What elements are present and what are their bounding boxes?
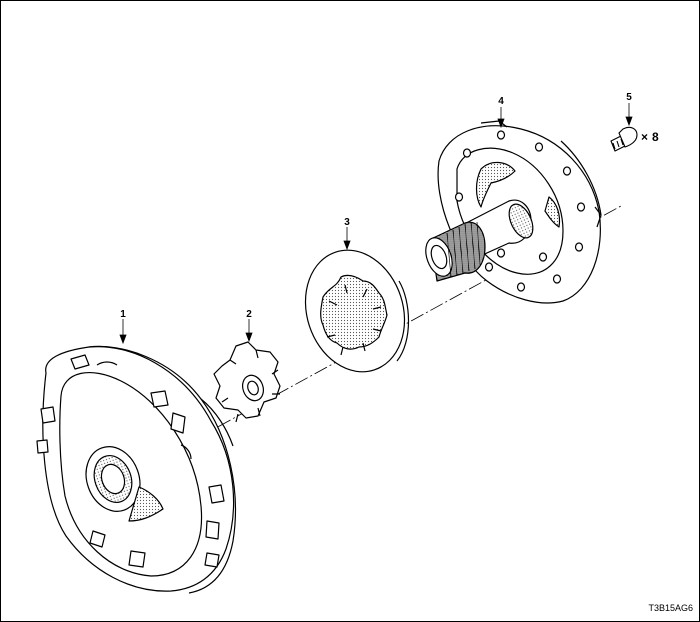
leader-arrows bbox=[119, 103, 633, 345]
quantity-count: 8 bbox=[652, 130, 659, 144]
inner-gear-part bbox=[213, 341, 281, 423]
outer-gear-part bbox=[304, 249, 410, 373]
callout-4: 4 bbox=[498, 96, 504, 107]
callout-5: 5 bbox=[626, 92, 632, 103]
bolt-part bbox=[610, 126, 638, 152]
callout-3: 3 bbox=[344, 217, 350, 228]
figure-code: T3B15AG6 bbox=[648, 603, 693, 613]
stator-cover-part bbox=[425, 120, 602, 304]
callout-2: 2 bbox=[246, 309, 252, 320]
pump-body-part bbox=[36, 345, 236, 594]
quantity-marker: × 8 bbox=[641, 130, 659, 144]
callout-1: 1 bbox=[120, 309, 126, 320]
callout-labels: 1 2 3 4 5 bbox=[120, 92, 632, 320]
quantity-symbol: × bbox=[641, 130, 648, 144]
